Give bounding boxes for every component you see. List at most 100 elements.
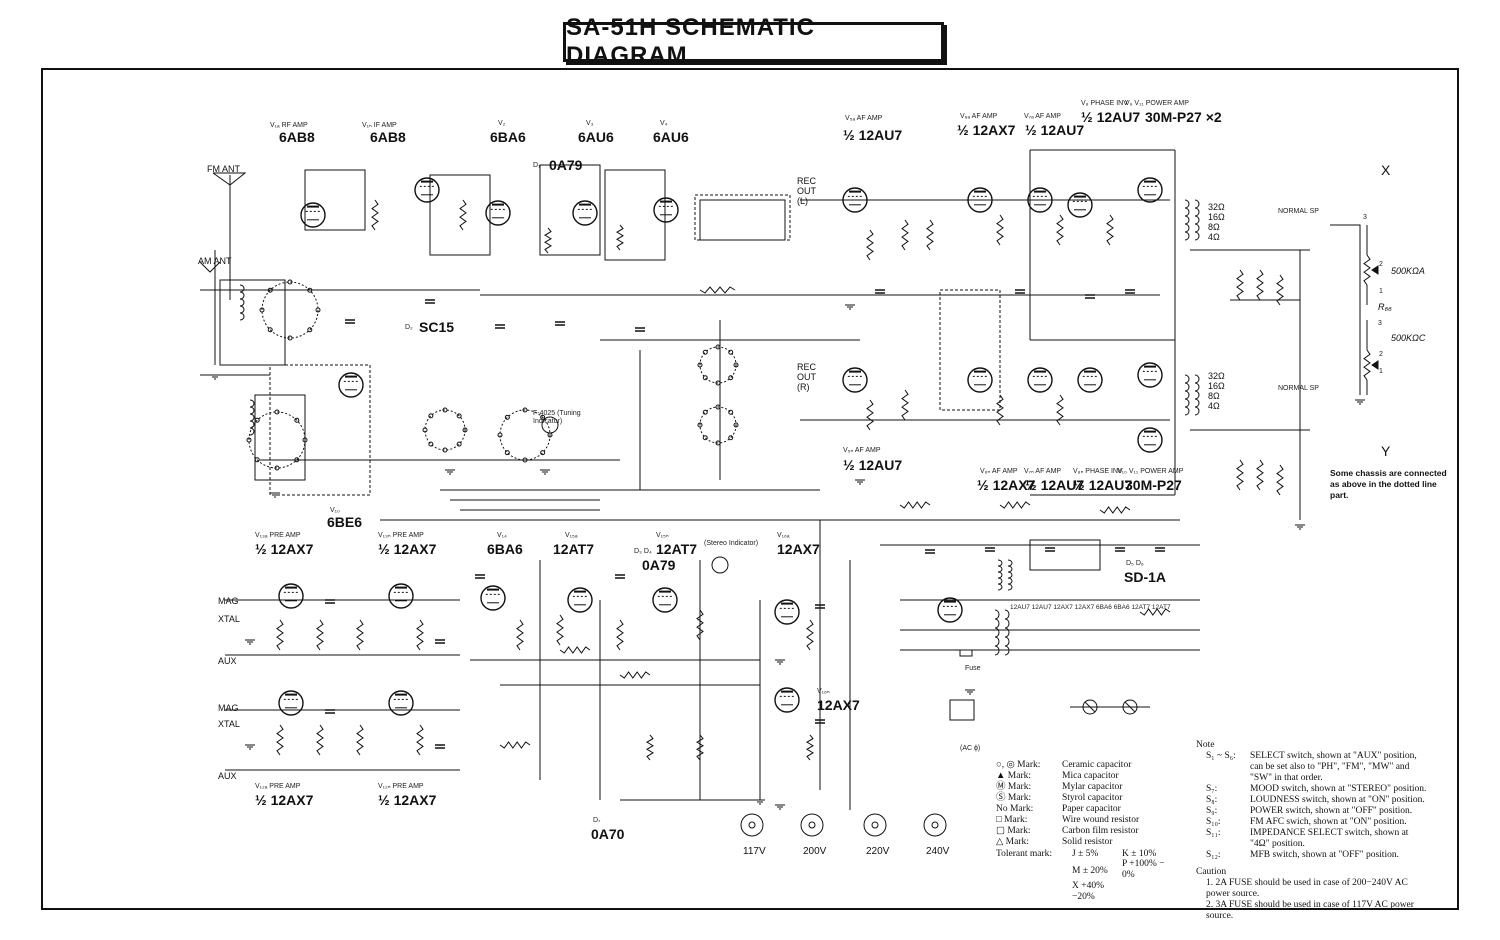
note-key: S₁₀:	[1206, 817, 1221, 827]
tube-sub: V₁₄	[497, 532, 507, 539]
resistor	[356, 619, 364, 651]
transformer-can	[699, 199, 786, 241]
note-text: SELECT switch, shown at "AUX" position,	[1250, 751, 1417, 761]
vacuum-tube	[414, 177, 440, 203]
tube-label: 0A70	[591, 826, 625, 842]
heater-tube-list: 12AU7 12AU7 12AX7 12AX7 6BA6 6BA6 12AT7 …	[1010, 604, 1171, 611]
tube-label: ½ 12AX7	[378, 792, 437, 808]
inductor-coil	[1007, 559, 1013, 591]
note-key: S₈:	[1206, 795, 1218, 805]
note-key: S₁₂:	[1206, 850, 1221, 860]
tube-sub: V₃	[586, 120, 594, 127]
tube-label: ½ 12AU7	[1081, 109, 1141, 125]
switch-contact	[504, 450, 510, 456]
ac-outlet	[949, 699, 975, 721]
resistor	[1139, 608, 1171, 616]
resistor	[1099, 506, 1131, 514]
rotary-switch	[699, 346, 737, 384]
note-key: S₇:	[1206, 784, 1218, 794]
voltage-label: 240V	[926, 846, 950, 857]
tube-sub: V₆ₐ AF AMP	[960, 113, 998, 120]
note-text: can be set also to "PH", "FM", "MW" and	[1250, 762, 1410, 772]
legend-symbol: Ⓢ Mark:	[996, 793, 1032, 803]
tolerance-x: X +40% −20%	[1072, 881, 1105, 902]
tube-label: ½ 12AX7	[977, 477, 1036, 493]
caution-line: source.	[1206, 911, 1234, 921]
switch-contact	[702, 349, 708, 355]
note-text: MOOD switch, shown at "STEREO" position.	[1250, 784, 1427, 794]
resistor	[416, 619, 424, 651]
switch-contact	[715, 404, 721, 410]
legend-symbol: □ Mark:	[996, 815, 1028, 825]
resistor	[1256, 459, 1264, 491]
tube-label: ½ 12AX7	[255, 792, 314, 808]
vacuum-tube	[1137, 362, 1163, 388]
tube-sub: V₂	[498, 120, 506, 127]
tube-label: 6BA6	[487, 541, 523, 557]
tolerance-k: K ± 10%	[1122, 849, 1157, 859]
switch-contact	[522, 457, 528, 463]
resistor	[1363, 349, 1371, 381]
fuse-label: Fuse	[965, 665, 981, 672]
switch-contact	[504, 414, 510, 420]
vacuum-tube	[278, 690, 304, 716]
pot-x-label: X	[1381, 162, 1391, 178]
pilot-lamp-filament	[1124, 701, 1136, 713]
vacuum-tube	[1077, 367, 1103, 393]
vacuum-tube	[572, 200, 598, 226]
vacuum-tube	[388, 583, 414, 609]
legend-desc: Wire wound resistor	[1062, 815, 1140, 825]
tube-sub: V₈ PHASE INV	[1081, 100, 1128, 107]
resistor	[1236, 269, 1244, 301]
vacuum-tube	[567, 587, 593, 613]
tube-label: 6AU6	[653, 129, 689, 145]
vacuum-tube	[1137, 427, 1163, 453]
vacuum-tube	[967, 367, 993, 393]
xtal-input-label: XTAL	[218, 614, 240, 624]
wire	[199, 261, 221, 273]
resistor	[1236, 459, 1244, 491]
resistor	[616, 224, 624, 251]
switch-contact	[315, 307, 321, 313]
resistor	[1106, 214, 1114, 246]
tube-label: 12AT7	[553, 541, 594, 557]
schematic-frame	[41, 68, 1459, 910]
tube-sub: V₁₆ₙ	[817, 688, 830, 695]
pot-pin: 2	[1379, 351, 1383, 358]
switch-contact	[733, 362, 739, 368]
tube-sub: D₂	[405, 324, 413, 331]
tube-label: ½ 12AX7	[957, 122, 1016, 138]
resistor	[616, 619, 624, 651]
vacuum-tube	[967, 187, 993, 213]
vacuum-tube	[1027, 367, 1053, 393]
tube-sub: V₆ₙ AF AMP	[980, 468, 1018, 475]
tuning-meter	[541, 416, 559, 434]
voltage-selector-pin	[808, 821, 816, 829]
speaker-tap: 32Ω	[1208, 371, 1225, 381]
caution-line: 1. 2A FUSE should be used in case of 200…	[1206, 878, 1408, 888]
caution-line: 2. 3A FUSE should be used in case of 117…	[1206, 900, 1414, 910]
caution-heading: Caution	[1196, 867, 1227, 877]
switch-contact	[246, 437, 252, 443]
pot-top-value: 500KΩA	[1391, 266, 1425, 276]
aux-input-label: AUX	[218, 771, 237, 781]
tube-label: 0A79	[549, 157, 583, 173]
inductor-coil	[1184, 199, 1190, 241]
resistor	[696, 609, 704, 641]
resistor	[996, 394, 1004, 426]
tube-label: 12AX7	[777, 541, 820, 557]
mag-input-label: MAG	[218, 596, 239, 606]
tube-sub: V₇ₙ AF AMP	[1024, 468, 1062, 475]
resistor	[996, 214, 1004, 246]
tube-label: ½ 12AU7	[1025, 122, 1085, 138]
switch-contact	[267, 287, 273, 293]
switch-contact	[294, 417, 300, 423]
vacuum-tube	[652, 587, 678, 613]
resistor	[1056, 394, 1064, 426]
caution-line: power source.	[1206, 889, 1260, 899]
resistor	[901, 389, 909, 421]
tube-label: SD-1A	[1124, 569, 1167, 585]
resistor	[619, 671, 651, 679]
tube-label: ½ 12AX7	[255, 541, 314, 557]
